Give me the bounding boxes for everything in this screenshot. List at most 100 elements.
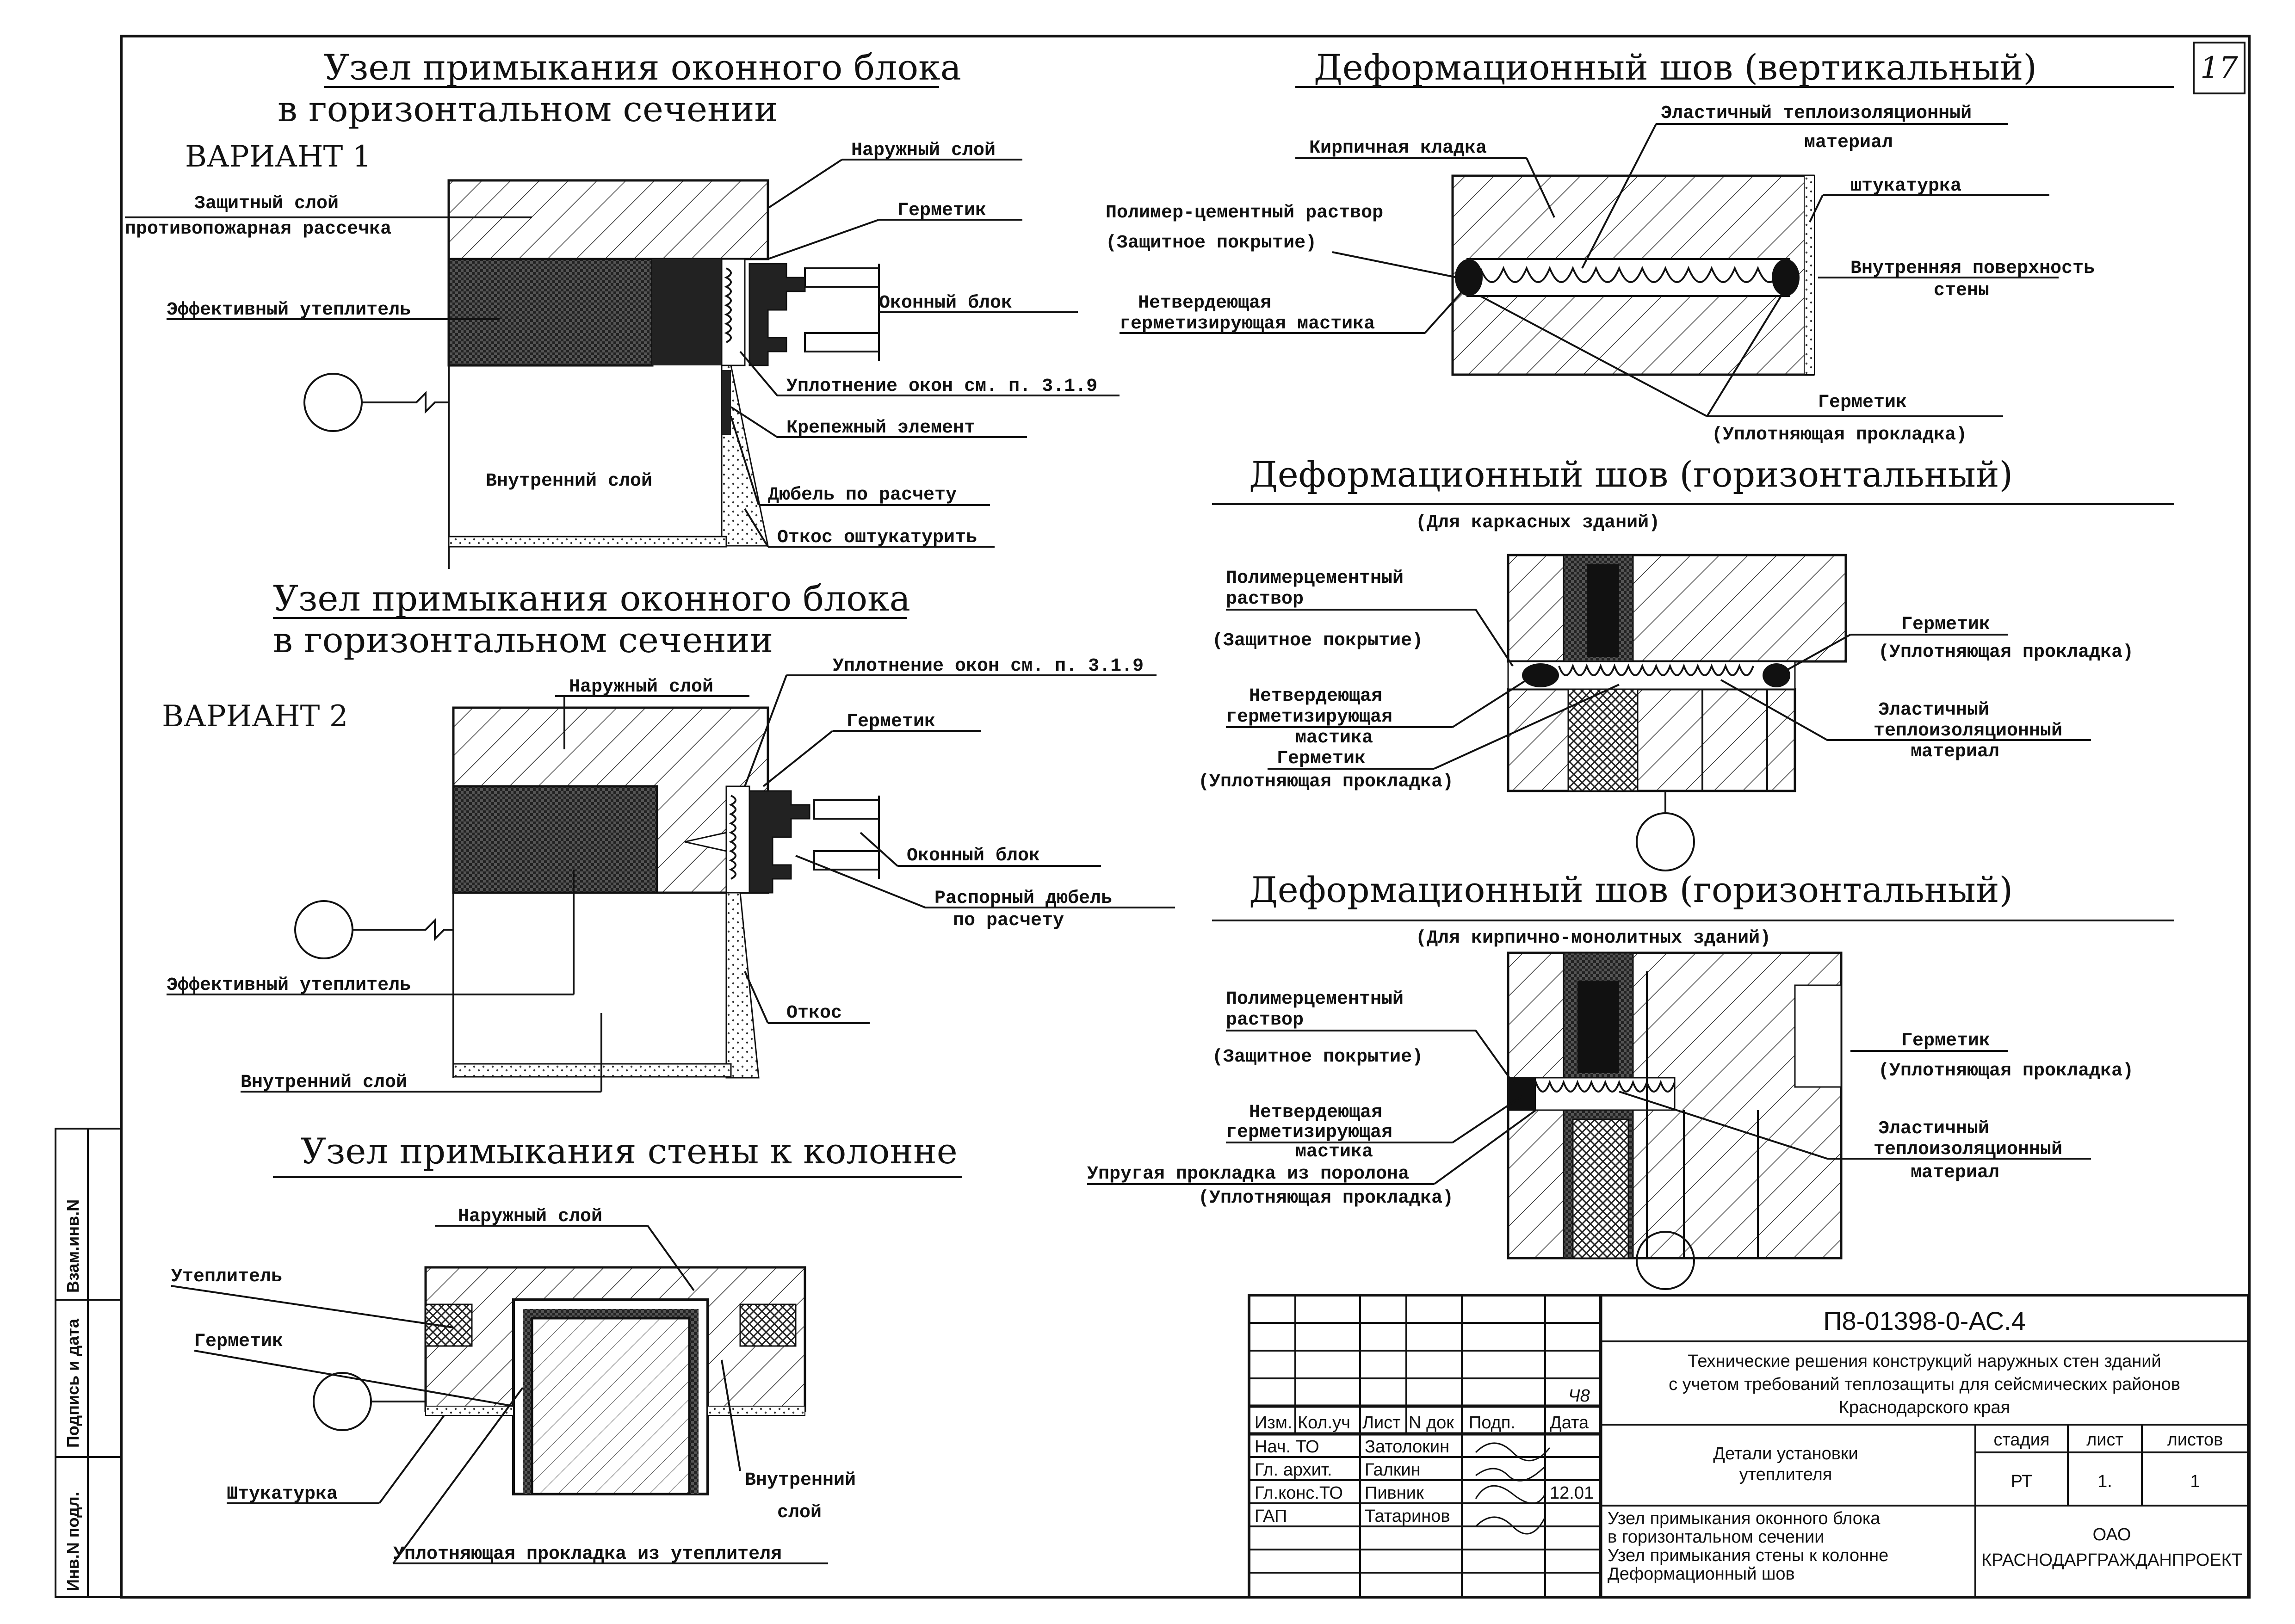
node3-label-inner-2: слой — [777, 1502, 822, 1523]
jhb-label-mastic-1: Нетвердеющая — [1249, 1102, 1382, 1123]
tb-contents-1: Узел примыкания оконного блока — [1608, 1509, 1881, 1528]
jhf-label-elastic-1: Эластичный — [1878, 700, 1989, 721]
side-stamp: Инв.N подл. Подпись и дата Взам.инв.N — [55, 1128, 122, 1598]
jhf-label-sealant-r: Герметик — [1901, 614, 1990, 635]
node1-label-inner-layer: Внутренний слой — [486, 471, 652, 492]
node1-variant: ВАРИАНТ 1 — [185, 140, 371, 174]
node-wall-column: Узел примыкания стены к колонне Наружный… — [171, 1130, 962, 1565]
jhf-label-polymer-2: раствор — [1226, 589, 1304, 610]
tb-name-3: Татаринов — [1365, 1507, 1450, 1526]
node2-slope — [725, 892, 760, 1079]
jhb-label-sealant-r: Герметик — [1901, 1031, 1990, 1051]
tb-col-ndok: N док — [1409, 1413, 1454, 1433]
tb-col-koluch: Кол.уч — [1298, 1413, 1350, 1433]
node1-label-window-seal: Уплотнение окон см. п. 3.1.9 — [786, 376, 1097, 397]
jv-label-brickwork: Кирпичная кладка — [1309, 138, 1487, 159]
jhb-callout-circle — [1636, 1231, 1695, 1290]
node2-insulation — [452, 785, 658, 894]
node3-title: Узел примыкания стены к колонне — [301, 1130, 958, 1172]
node2-label-window-block: Оконный блок — [907, 846, 1040, 866]
jhf-title: Деформационный шов (горизонтальный) — [1249, 454, 2013, 495]
node3-label-plaster: Штукатурка — [227, 1484, 338, 1505]
jv-elastic-material — [1479, 266, 1782, 283]
jhf-subtitle: (Для каркасных зданий) — [1416, 513, 1660, 533]
jv-label-protective: (Защитное покрытие) — [1106, 233, 1317, 253]
jhb-label-mastic-2: герметизирующая — [1226, 1122, 1392, 1143]
node2-label-slope: Откос — [786, 1003, 842, 1024]
node1-label-sealant: Герметик — [897, 200, 986, 221]
node1-insulation — [447, 258, 654, 367]
tb-col-data: Дата — [1550, 1413, 1589, 1433]
jhf-label-elastic-3: материал — [1911, 741, 1999, 762]
tb-contents-3: Узел примыкания стены к колонне — [1608, 1546, 1888, 1565]
node2-label-insulation: Эффективный утеплитель — [167, 975, 411, 996]
node1-label-dowel: Дюбель по расчету — [768, 485, 957, 506]
node1-fastener — [722, 370, 731, 435]
tb-name-1: Галкин — [1365, 1460, 1421, 1480]
node3-column — [531, 1317, 691, 1495]
jhf-label-mastic-1: Нетвердеющая — [1249, 686, 1382, 707]
node2-variant: ВАРИАНТ 2 — [162, 699, 348, 734]
jv-label-mastic-1: Нетвердеющая — [1138, 293, 1271, 314]
node3-label-outer-layer: Наружный слой — [458, 1206, 602, 1227]
tb-role-0: Нач. ТО — [1255, 1437, 1319, 1457]
node1-label-protective: Защитный слой — [194, 193, 339, 214]
tb-org-2: КРАСНОДАРГРАЖДАНПРОЕКТ — [1981, 1550, 2242, 1570]
jv-label-plaster: штукатурка — [1850, 176, 1961, 197]
jhb-label-foam-gasket: Упругая прокладка из поролона — [1087, 1164, 1409, 1185]
jhf-callout-circle — [1636, 812, 1695, 871]
node1-label-slope: Откос оштукатурить — [777, 527, 977, 548]
node2-label-inner-layer: Внутренний слой — [241, 1072, 407, 1093]
node1-label-window-block: Оконный блок — [879, 293, 1012, 314]
tb-col-list: Лист — [1362, 1413, 1401, 1433]
node1-fire-break — [652, 259, 722, 365]
jv-plaster — [1804, 175, 1815, 375]
side-stamp-replace: Взам.инв.N — [63, 1199, 82, 1293]
joint-horizontal-brick: Деформационный шов (горизонтальный) (Для… — [1087, 869, 2174, 1290]
node1-label-insulation: Эффективный утеплитель — [167, 300, 411, 321]
jv-label-inner-surface-2: стены — [1934, 280, 1989, 301]
node3-callout-circle — [313, 1372, 372, 1431]
tb-project-1: Технические решения конструкций наружных… — [1688, 1352, 2161, 1371]
jhf-label-mastic-3: мастика — [1295, 728, 1373, 748]
tb-name-0: Затолокин — [1365, 1437, 1449, 1457]
tb-sheet-name-1: Детали установки — [1713, 1444, 1858, 1463]
node-window-variant-2: Узел примыкания оконного блока в горизон… — [162, 578, 1175, 1093]
node2-label-spacer-2: по расчету — [953, 910, 1064, 931]
tb-change-mark: Ч8 — [1568, 1386, 1590, 1406]
node3-label-inner-1: Внутренний — [745, 1470, 856, 1491]
tb-date-2: 12.01 — [1550, 1483, 1594, 1503]
tb-hdr-sheets: листов — [2167, 1430, 2223, 1450]
jv-mastic-right — [1772, 259, 1800, 296]
jhf-label-gasket-l: (Уплотняющая прокладка) — [1198, 772, 1454, 792]
tb-val-stage: РТ — [2011, 1472, 2033, 1491]
jhb-label-elastic-1: Эластичный — [1878, 1118, 1989, 1139]
node2-label-outer-layer: Наружный слой — [569, 677, 713, 698]
jhb-label-polymer-2: раствор — [1226, 1010, 1304, 1031]
jv-label-elastic-1: Эластичный теплоизоляционный — [1661, 103, 1972, 124]
tb-hdr-stage: стадия — [1993, 1430, 2049, 1450]
node2-window-frame — [749, 790, 810, 894]
node1-window-frame — [749, 263, 806, 366]
jhf-label-polymer-1: Полимерцементный — [1226, 568, 1404, 589]
tb-contents-4: Деформационный шов — [1608, 1564, 1795, 1584]
jv-label-sealant: Герметик — [1818, 392, 1907, 413]
tb-sheet-name-2: утеплителя — [1739, 1465, 1832, 1484]
jhb-subtitle: (Для кирпично-монолитных зданий) — [1416, 928, 1771, 949]
node2-label-sealant: Герметик — [847, 711, 935, 732]
node2-spacer-dowel — [684, 832, 727, 852]
tb-org-1: ОАО — [2093, 1525, 2131, 1544]
jhf-label-sealant-l: Герметик — [1277, 748, 1366, 769]
jhb-label-protective: (Защитное покрытие) — [1212, 1047, 1423, 1068]
tb-role-2: Гл.конс.ТО — [1255, 1483, 1343, 1503]
joint-horizontal-frame: Деформационный шов (горизонтальный) (Для… — [1198, 454, 2174, 871]
tb-code: П8-01398-0-АС.4 — [1823, 1306, 2025, 1335]
joint-vertical: Деформационный шов (вертикальный) Эласти… — [1106, 47, 2174, 445]
tb-hdr-sheet: лист — [2086, 1430, 2123, 1450]
tb-name-2: Пивник — [1365, 1483, 1424, 1503]
jhf-label-elastic-2: теплоизоляционный — [1874, 721, 2062, 741]
jhb-label-gasket-l: (Уплотняющая прокладка) — [1198, 1188, 1454, 1209]
node3-label-insulation: Утеплитель — [171, 1266, 282, 1287]
